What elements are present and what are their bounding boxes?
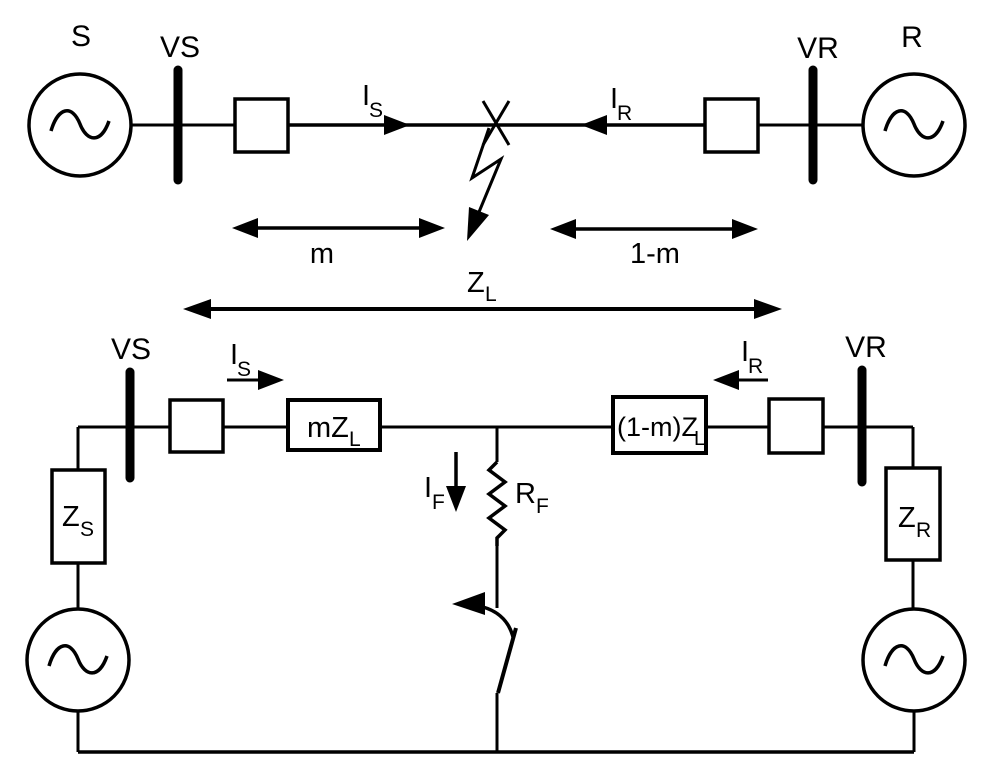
ir-bottom-arrow <box>713 370 768 390</box>
zs-sub: S <box>80 518 94 541</box>
rf-label: R <box>515 478 536 510</box>
ir-top-label: I <box>610 83 618 115</box>
bus-vs-bottom-label: VS <box>111 333 151 366</box>
is-bottom-label: I <box>230 339 238 371</box>
mzl-impedance-box <box>286 398 382 452</box>
ac-wave-icon <box>47 644 109 675</box>
bus-vr-bottom-label: VR <box>845 331 887 364</box>
source-s-label: S <box>71 20 91 53</box>
is-arrowhead-icon <box>384 115 410 135</box>
zl-dimension-arrow <box>183 299 782 319</box>
m-dimension-arrow <box>232 218 445 238</box>
ir-top-sub: R <box>617 102 632 125</box>
is-bottom-arrow <box>227 370 284 390</box>
one-minus-mzl-impedance-box <box>611 395 708 455</box>
ac-wave-icon <box>883 644 945 675</box>
labels: S VS VR R I S I R m 1-m Z L VS VR I S I … <box>62 20 931 542</box>
bus-vs-top-label: VS <box>160 31 200 64</box>
relay-box-s-bottom <box>168 398 225 454</box>
m-dim-label: m <box>310 238 334 270</box>
one-minus-mzl-label: (1-m)Z <box>617 412 698 442</box>
zr-sub: R <box>916 519 931 542</box>
bottom-equivalent-circuit <box>25 365 967 754</box>
relay-box-r-bottom <box>767 397 825 455</box>
mzl-label: mZ <box>307 412 349 444</box>
ac-wave-icon <box>883 109 945 140</box>
ir-arrowhead-icon <box>581 115 607 135</box>
source-s-bottom-symbol <box>25 607 131 713</box>
zl-sub: L <box>485 283 497 306</box>
is-top-sub: S <box>369 99 383 122</box>
zl-label: Z <box>467 267 485 299</box>
rf-sub: F <box>536 495 549 518</box>
source-r-label: R <box>901 21 923 54</box>
lightning-bolt-icon <box>467 127 505 241</box>
is-bottom-sub: S <box>237 358 251 381</box>
relay-box-r-top <box>703 97 760 154</box>
one-minus-m-dimension-arrow <box>550 219 758 239</box>
mzl-sub: L <box>349 428 361 451</box>
bus-vr-top-label: VR <box>797 32 839 65</box>
if-sub: F <box>432 491 445 514</box>
arc-switch-icon <box>452 592 518 694</box>
dimension-arrows <box>183 218 782 319</box>
relay-box-s-top <box>233 97 290 154</box>
fault-x-icon <box>481 100 511 146</box>
fault-resistor-icon <box>486 460 508 546</box>
one-minus-m-dim-label: 1-m <box>630 238 680 270</box>
ac-wave-icon <box>49 109 111 140</box>
if-arrow <box>446 452 466 512</box>
ir-bottom-label: I <box>741 336 749 368</box>
source-r-symbol <box>861 72 967 178</box>
source-s-symbol <box>27 72 133 178</box>
ir-bottom-sub: R <box>748 355 763 378</box>
zr-label: Z <box>898 502 916 534</box>
one-minus-mzl-sub: L <box>694 428 705 450</box>
zs-label: Z <box>62 501 80 533</box>
is-top-label: I <box>362 80 370 112</box>
top-one-line-diagram <box>27 65 967 241</box>
if-label: I <box>424 472 432 504</box>
source-r-bottom-symbol <box>861 607 967 713</box>
